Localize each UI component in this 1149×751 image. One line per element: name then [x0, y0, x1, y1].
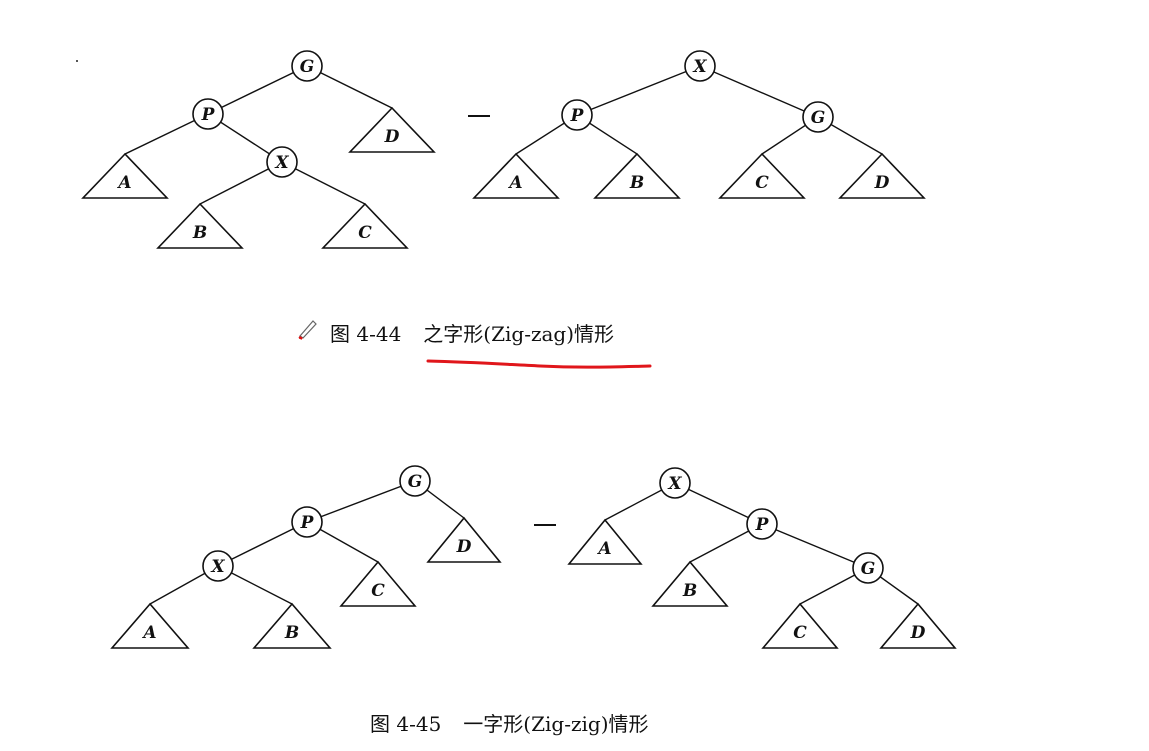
subtree-a-label: A — [507, 173, 522, 193]
node-g-circle — [852, 552, 884, 584]
red-underline-annotation — [426, 359, 652, 369]
node-g-label: G — [861, 559, 876, 579]
subtree-d-triangle — [426, 516, 502, 563]
node-x-label: X — [210, 557, 225, 577]
node-g-label: G — [811, 108, 826, 128]
subtree-a-label: A — [116, 173, 131, 193]
subtree-c-triangle — [321, 202, 409, 249]
node-p-circle — [291, 506, 323, 538]
subtree-c-triangle — [761, 602, 839, 649]
node-g-circle — [399, 465, 431, 497]
subtree-c-triangle — [339, 560, 417, 607]
subtree-a-triangle — [110, 602, 190, 649]
figure-caption-4-45: 图 4-45 一字形(Zig-zig)情形 — [370, 708, 649, 737]
tree-edge — [699, 65, 819, 118]
node-p-label: P — [300, 513, 315, 533]
node-p-label: P — [201, 105, 216, 125]
subtree-c-label: C — [755, 173, 769, 193]
node-x-label: X — [692, 57, 707, 77]
subtree-c-label: C — [793, 623, 807, 643]
subtree-c-triangle — [718, 152, 806, 199]
node-x-circle — [266, 146, 298, 178]
subtree-d-label: D — [874, 173, 890, 193]
subtree-b-label: B — [629, 173, 644, 193]
tree-edge — [761, 523, 869, 569]
node-g-label: G — [300, 57, 315, 77]
tree-before: A B C D G P X — [81, 50, 436, 249]
subtree-a-triangle — [472, 152, 560, 199]
subtree-d-label: D — [456, 537, 472, 557]
caption-text: 一字形(Zig-zig)情形 — [463, 712, 649, 736]
tree-edge — [207, 65, 308, 115]
subtree-a-label: A — [141, 623, 156, 643]
subtree-d-label: D — [910, 623, 926, 643]
caption-number: 图 4-44 — [330, 322, 402, 346]
tree-after: A B C D X P G — [472, 50, 926, 199]
node-p-label: P — [570, 106, 585, 126]
node-g-label: G — [408, 472, 423, 492]
subtree-a-triangle — [567, 518, 643, 565]
node-x-circle — [684, 50, 716, 82]
node-x-label: X — [667, 474, 682, 494]
node-p-circle — [192, 98, 224, 130]
tree-after: A B C D X P G — [567, 467, 957, 649]
pen-icon — [298, 320, 317, 340]
node-p-label: P — [755, 515, 770, 535]
subtree-c-label: C — [371, 581, 385, 601]
node-g-circle — [802, 101, 834, 133]
node-x-circle — [202, 550, 234, 582]
node-p-circle — [746, 508, 778, 540]
subtree-d-label: D — [384, 127, 400, 147]
tree-before: A B C D G P X — [110, 465, 502, 649]
tree-edge — [674, 482, 763, 525]
subtree-b-triangle — [252, 602, 332, 649]
subtree-b-label: B — [682, 581, 697, 601]
tree-edge — [217, 521, 308, 567]
subtree-b-triangle — [156, 202, 244, 249]
node-x-circle — [659, 467, 691, 499]
subtree-b-triangle — [651, 560, 729, 607]
tree-edge — [306, 480, 416, 523]
node-p-circle — [561, 99, 593, 131]
subtree-c-label: C — [358, 223, 372, 243]
node-x-label: X — [274, 153, 289, 173]
subtree-d-triangle — [838, 152, 926, 199]
subtree-d-triangle — [348, 106, 436, 153]
subtree-b-label: B — [284, 623, 299, 643]
caption-text: 之字形(Zig-zag)情形 — [423, 322, 615, 346]
subtree-b-triangle — [593, 152, 681, 199]
figure-caption-4-44: 图 4-44 之字形(Zig-zag)情形 — [330, 318, 614, 347]
tree-edge — [306, 65, 393, 109]
subtree-a-label: A — [596, 539, 611, 559]
caption-number: 图 4-45 — [370, 712, 442, 736]
subtree-d-triangle — [879, 602, 957, 649]
subtree-a-triangle — [81, 152, 169, 199]
subtree-b-label: B — [192, 223, 207, 243]
tree-edge — [576, 65, 701, 116]
stray-dot — [76, 60, 78, 62]
node-g-circle — [291, 50, 323, 82]
